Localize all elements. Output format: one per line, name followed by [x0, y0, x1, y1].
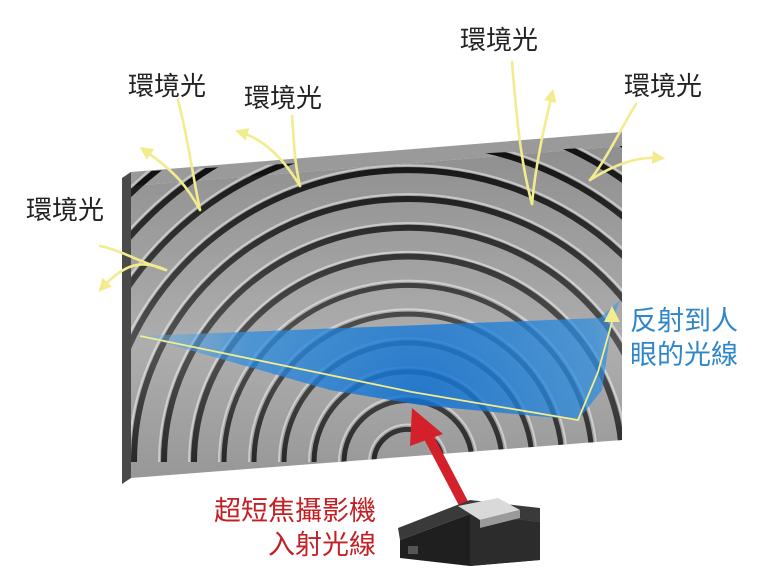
ambient-light-label-5: 環境光 [26, 196, 105, 226]
ambient-arrow-5 [588, 102, 638, 182]
ambient-arrow-4b [530, 88, 557, 206]
ambient-arrow-1 [139, 147, 202, 212]
ambient-arrows [98, 60, 666, 292]
projector-icon [398, 498, 540, 566]
ambient-light-label-1: 環境光 [128, 72, 207, 102]
ambient-light-label-4: 環境光 [624, 72, 703, 102]
incident-arrowhead [410, 408, 443, 446]
incident-arrow [421, 429, 473, 515]
incident-light-label-line2: 入射光線 [268, 530, 376, 561]
ambient-arrow-5b [588, 150, 666, 182]
ambient-light-label-2: 環境光 [244, 84, 323, 114]
reflected-beam [140, 300, 620, 420]
reflected-beam-arrowhead [604, 306, 620, 322]
screen-glow [131, 146, 622, 478]
ambient-arrow-1b [176, 98, 202, 212]
screen-left-side [122, 172, 131, 484]
incident-light-label-line1: 超短焦攝影機 [214, 496, 376, 527]
reflected-light-label-line2: 眼的光線 [630, 340, 738, 371]
reflected-light-label-line1: 反射到人 [630, 306, 738, 337]
ambient-arrow-2b [98, 244, 168, 272]
ambient-light-label-3: 環境光 [460, 26, 539, 56]
reflected-beam-outline [139, 321, 613, 422]
ambient-arrow-4 [510, 60, 534, 206]
ambient-arrow-3b [290, 114, 302, 188]
ambient-arrow-3 [235, 128, 302, 188]
